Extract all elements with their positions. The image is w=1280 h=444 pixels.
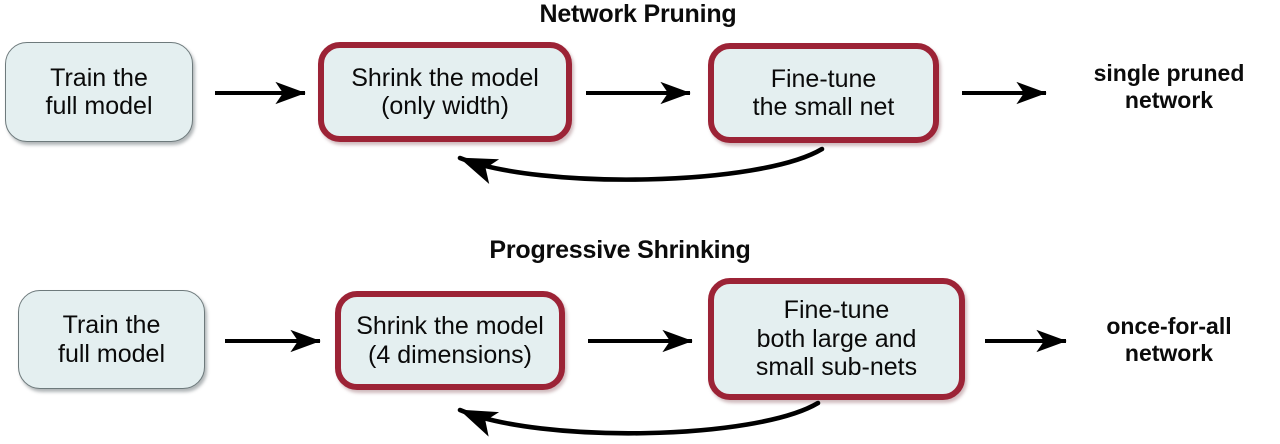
row2-output-label-once-for-all-network: once-for-all network (1106, 313, 1232, 367)
row2-arrow-feedback-loop (457, 400, 821, 437)
row2-node-train-full-model[interactable]: Train the full model (18, 290, 205, 389)
row1-output-label-single-pruned-network: single pruned network (1093, 60, 1245, 114)
row1-node-shrink-the-model[interactable]: Shrink the model (only width) (318, 42, 572, 142)
row2-title: Progressive Shrinking (489, 236, 751, 264)
row1-node-fine-tune-small-net[interactable]: Fine-tune the small net (708, 43, 939, 143)
row1-title: Network Pruning (539, 0, 737, 28)
row2-node-shrink-the-model[interactable]: Shrink the model (4 dimensions) (335, 291, 565, 390)
row1-node-train-full-model[interactable]: Train the full model (5, 42, 193, 142)
row1-arrow-feedback-loop (457, 146, 825, 185)
row2-node-fine-tune-sub-nets[interactable]: Fine-tune both large and small sub-nets (708, 278, 965, 400)
